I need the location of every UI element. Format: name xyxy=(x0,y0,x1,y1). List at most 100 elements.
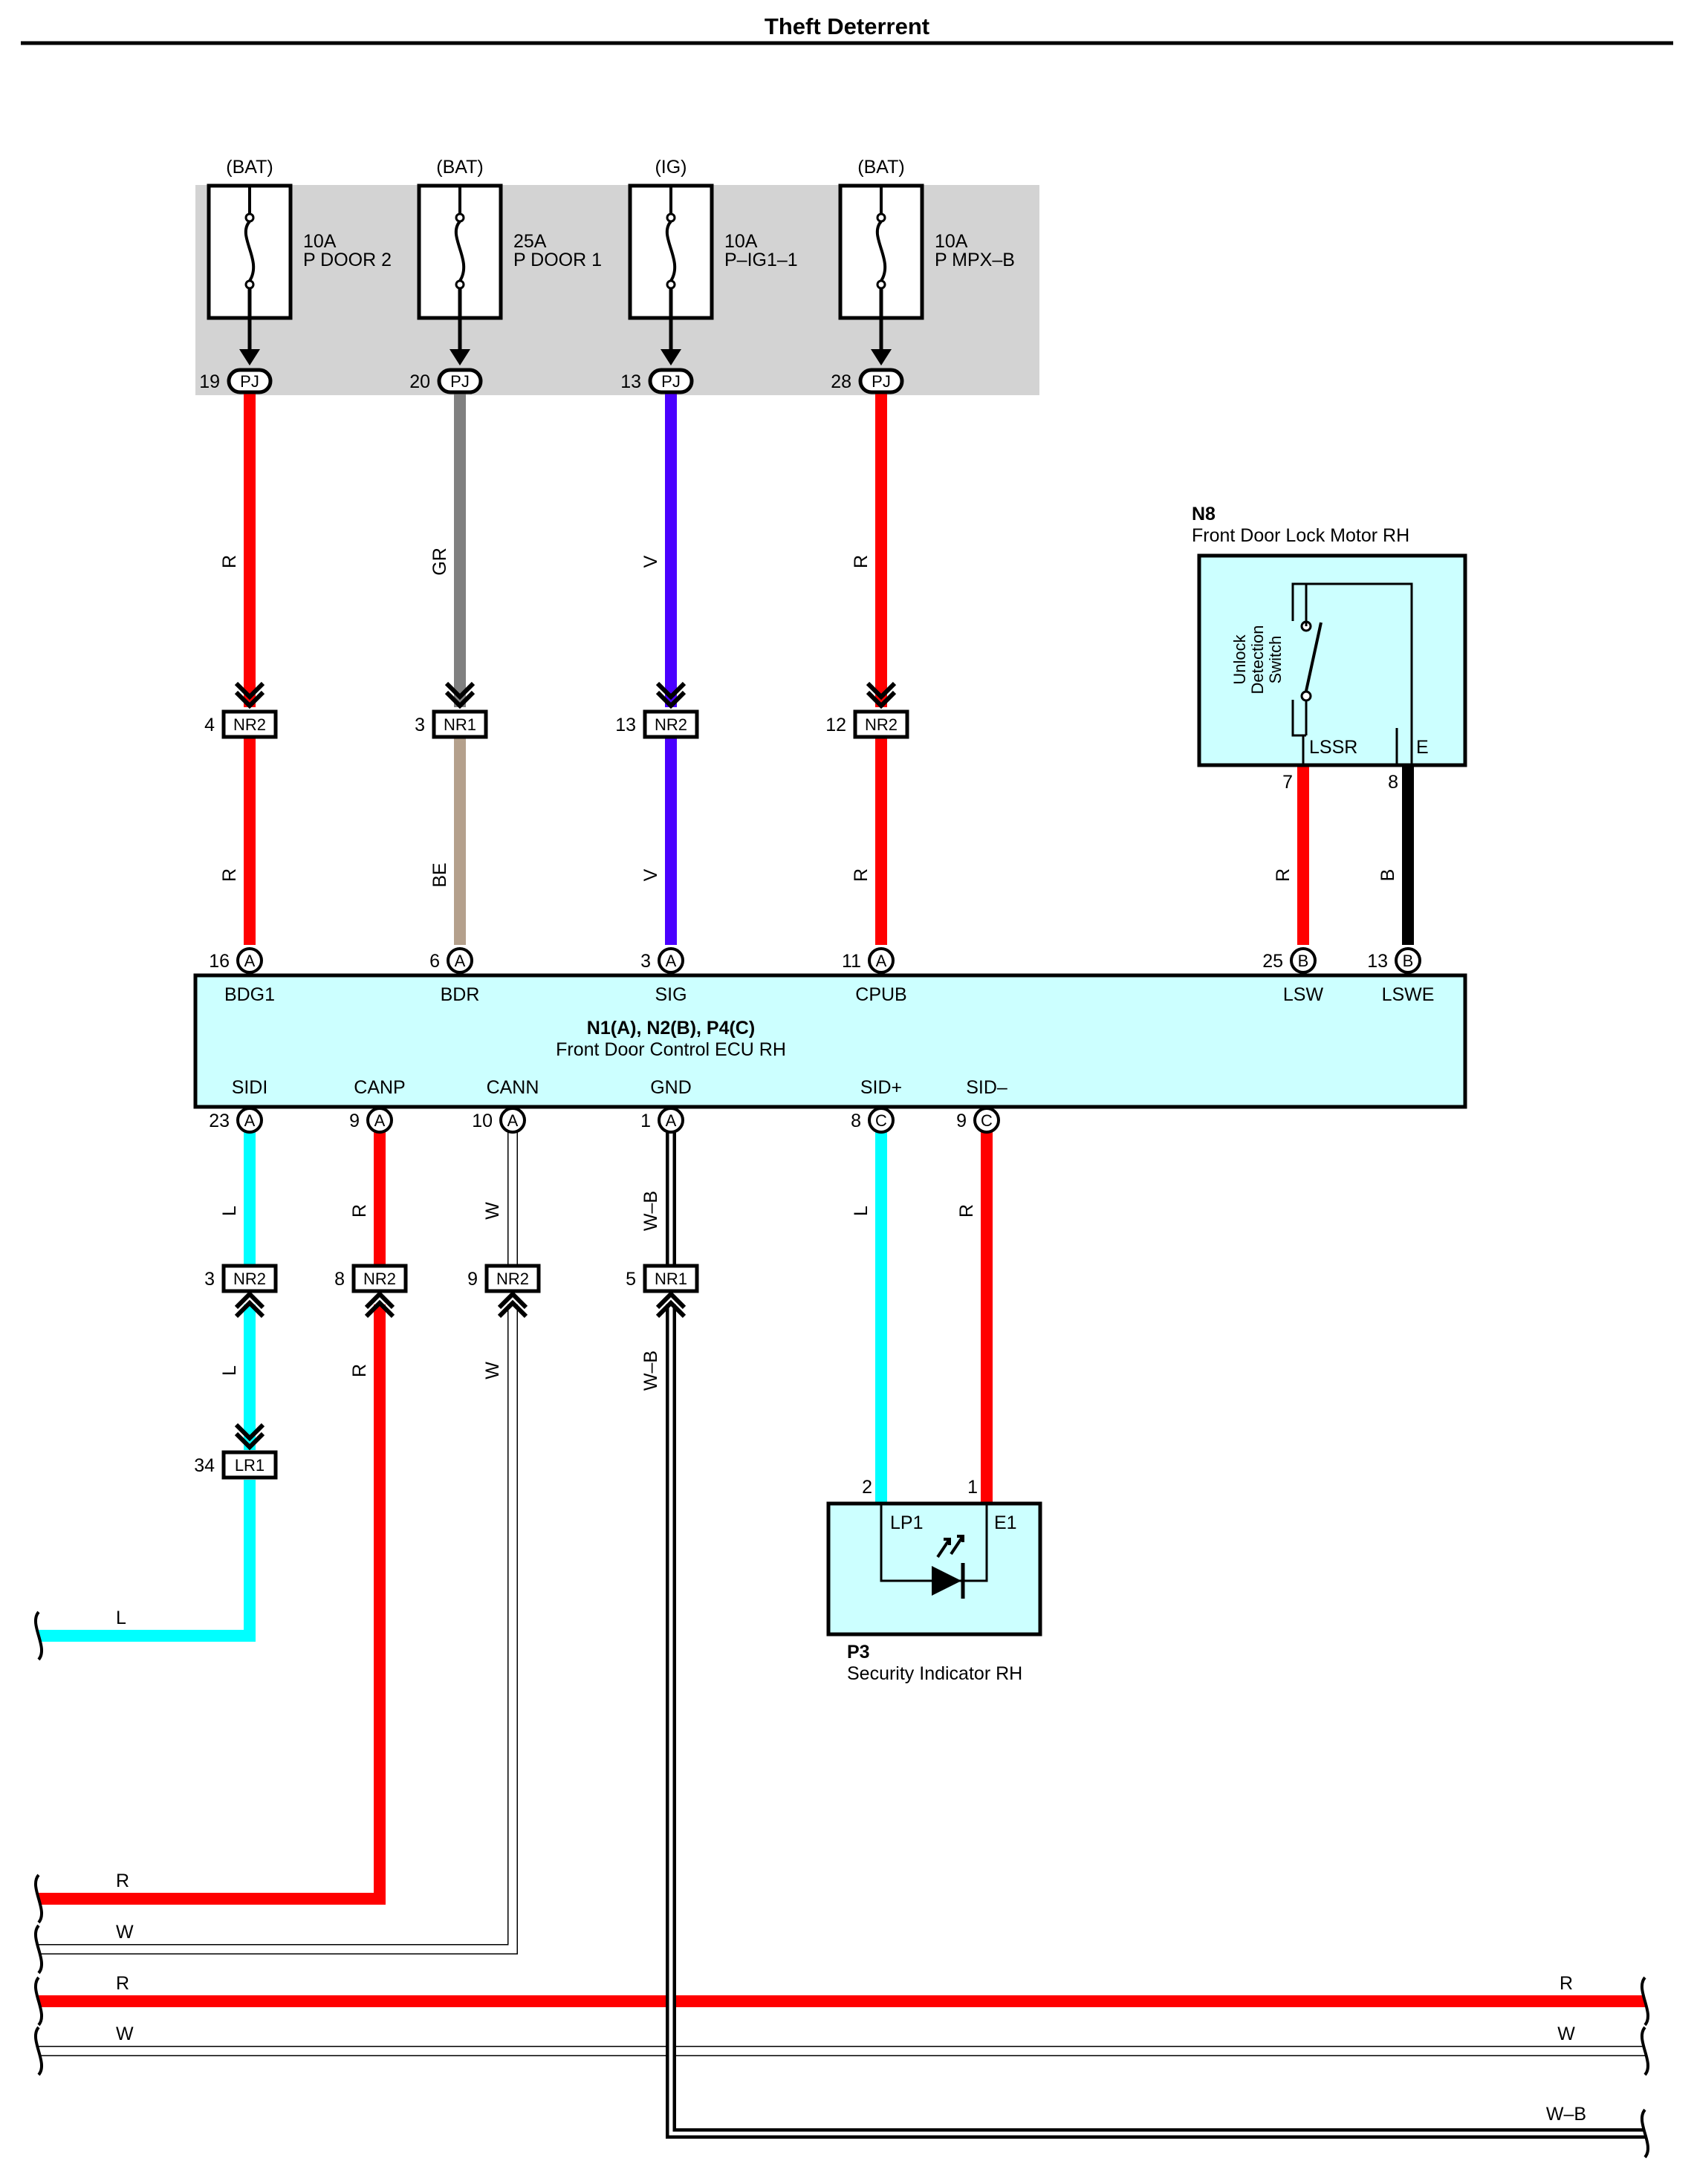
ecu-bottom-pin-4: GND A 1 xyxy=(640,1077,692,1134)
break-icon xyxy=(1640,1976,1650,2027)
pin-label: BDG1 xyxy=(224,984,275,1005)
wire-label: R xyxy=(349,1204,370,1218)
wire-ground xyxy=(666,1131,1645,2139)
chevron-up-icon xyxy=(234,1290,265,1319)
component-id: N8 xyxy=(1192,504,1216,524)
connector-letter: A xyxy=(244,952,256,970)
connector-id: NR1 xyxy=(655,1270,687,1288)
connector-letter: B xyxy=(1403,952,1414,970)
switch-icon xyxy=(1305,622,1323,692)
lower-connector-1: NR2 3 xyxy=(204,1264,278,1319)
pin-number: 28 xyxy=(831,371,851,392)
led-icon xyxy=(932,1566,961,1596)
wire-sidi-lower xyxy=(39,1480,256,1642)
pin-number: 10 xyxy=(472,1111,493,1131)
ecu-bottom-pin-1: SIDI A 23 xyxy=(209,1077,267,1134)
pin-number: 3 xyxy=(204,1269,215,1290)
pin-number: 9 xyxy=(349,1111,360,1131)
pin-label: SID– xyxy=(966,1077,1007,1098)
ecu-top-pin-1: A 16 BDG1 xyxy=(209,947,275,1005)
pin-number: 6 xyxy=(429,951,440,972)
connector-letter: A xyxy=(666,1111,677,1130)
arrow-down-icon xyxy=(661,349,681,365)
lower-wires xyxy=(39,1131,1645,2139)
switch-label-line: Unlock xyxy=(1230,634,1249,684)
ecu-bottom-pin-6: SID– C 9 xyxy=(956,1077,1007,1134)
connector-id: NR2 xyxy=(655,715,687,734)
connector-id: PJ xyxy=(872,372,891,391)
wire-label: L xyxy=(219,1206,240,1216)
pin-number: 13 xyxy=(620,371,641,392)
wire-label: L xyxy=(851,1206,872,1216)
pin-number: 13 xyxy=(1367,951,1388,972)
fuse-source: (IG) xyxy=(655,157,687,178)
pin-number: 23 xyxy=(209,1111,230,1131)
wire-label: W–B xyxy=(640,1191,661,1231)
pin-number: 25 xyxy=(1262,951,1283,972)
break-icon xyxy=(1640,2108,1650,2159)
wire-label: R xyxy=(851,868,872,882)
arrow-down-icon xyxy=(450,349,470,365)
wire-label: R xyxy=(349,1364,370,1377)
fuse-rating: 10A xyxy=(303,231,337,252)
pin-number: 19 xyxy=(199,371,220,392)
connector-id: NR2 xyxy=(496,1270,529,1288)
pin-label: SID+ xyxy=(860,1077,902,1098)
pin-label: CPUB xyxy=(855,984,906,1005)
chevron-down-icon xyxy=(866,681,897,709)
terminal-label: LP1 xyxy=(890,1512,923,1533)
wire-label: W xyxy=(116,1922,134,1943)
ecu-top-pin-5: B 25 LSW xyxy=(1262,947,1323,1005)
fuse-name: P MPX–B xyxy=(935,250,1015,270)
pin-number: 7 xyxy=(1282,772,1293,793)
wire-canp-lower xyxy=(39,1304,386,1905)
pin-number: 8 xyxy=(851,1111,861,1131)
upper-wire-labels: R GR V R R BE V R R B xyxy=(219,547,1398,887)
lr1-connector: LR1 34 xyxy=(194,1423,278,1480)
pin-number: 3 xyxy=(415,715,425,735)
arrow-down-icon xyxy=(239,349,260,365)
connector-id: NR2 xyxy=(363,1270,396,1288)
wire-label: L xyxy=(116,1608,126,1628)
pin-number: 2 xyxy=(862,1477,872,1498)
pin-number: 9 xyxy=(956,1111,967,1131)
wire-label: R xyxy=(1560,1973,1573,1994)
pin-number: 13 xyxy=(615,715,636,735)
chevron-down-icon xyxy=(234,681,265,709)
connector-letter: A xyxy=(374,1111,386,1130)
terminal-label: E xyxy=(1416,737,1429,758)
wire-break-symbols xyxy=(33,1611,1650,2159)
switch-label-line: Detection xyxy=(1248,625,1267,695)
wire-label: L xyxy=(219,1365,240,1376)
connector-id: LR1 xyxy=(235,1456,265,1475)
break-icon xyxy=(33,1924,44,1975)
connector-id: PJ xyxy=(240,372,259,391)
wire-label: W–B xyxy=(640,1351,661,1391)
ecu-top-pin-3: A 3 SIG xyxy=(640,947,687,1005)
pin-number: 3 xyxy=(640,951,651,972)
wire-label: R xyxy=(116,1871,129,1891)
fuse-icon xyxy=(665,220,677,282)
fuse-4: (BAT) 10A P MPX–B 28 PJ xyxy=(831,157,1015,394)
connector-letter: A xyxy=(244,1111,256,1130)
wire-label: R xyxy=(1273,868,1294,882)
connector-letter: C xyxy=(981,1111,993,1130)
lock-motor-component: N8 Front Door Lock Motor RH Unlock Detec… xyxy=(1192,504,1467,793)
wire-label: R xyxy=(956,1204,977,1218)
wire-label: W xyxy=(1557,2024,1575,2044)
ecu-top-pin-4: A 11 CPUB xyxy=(842,947,907,1005)
connector-letter: A xyxy=(666,952,677,970)
fuse-3: (IG) 10A P–IG1–1 13 PJ xyxy=(620,157,798,394)
connector-letter: A xyxy=(876,952,887,970)
connector-id: PJ xyxy=(661,372,681,391)
fuse-icon xyxy=(244,220,256,282)
pin-label: CANN xyxy=(487,1077,539,1098)
wire-label: R xyxy=(219,555,240,568)
chevron-up-icon xyxy=(497,1290,528,1319)
pin-number: 1 xyxy=(967,1477,978,1498)
break-icon xyxy=(33,1976,44,2027)
lower-connector-2: NR2 8 xyxy=(334,1264,408,1319)
pin-label: GND xyxy=(650,1077,692,1098)
terminal-label: LSSR xyxy=(1309,737,1357,758)
fuse-rating: 25A xyxy=(513,231,547,252)
